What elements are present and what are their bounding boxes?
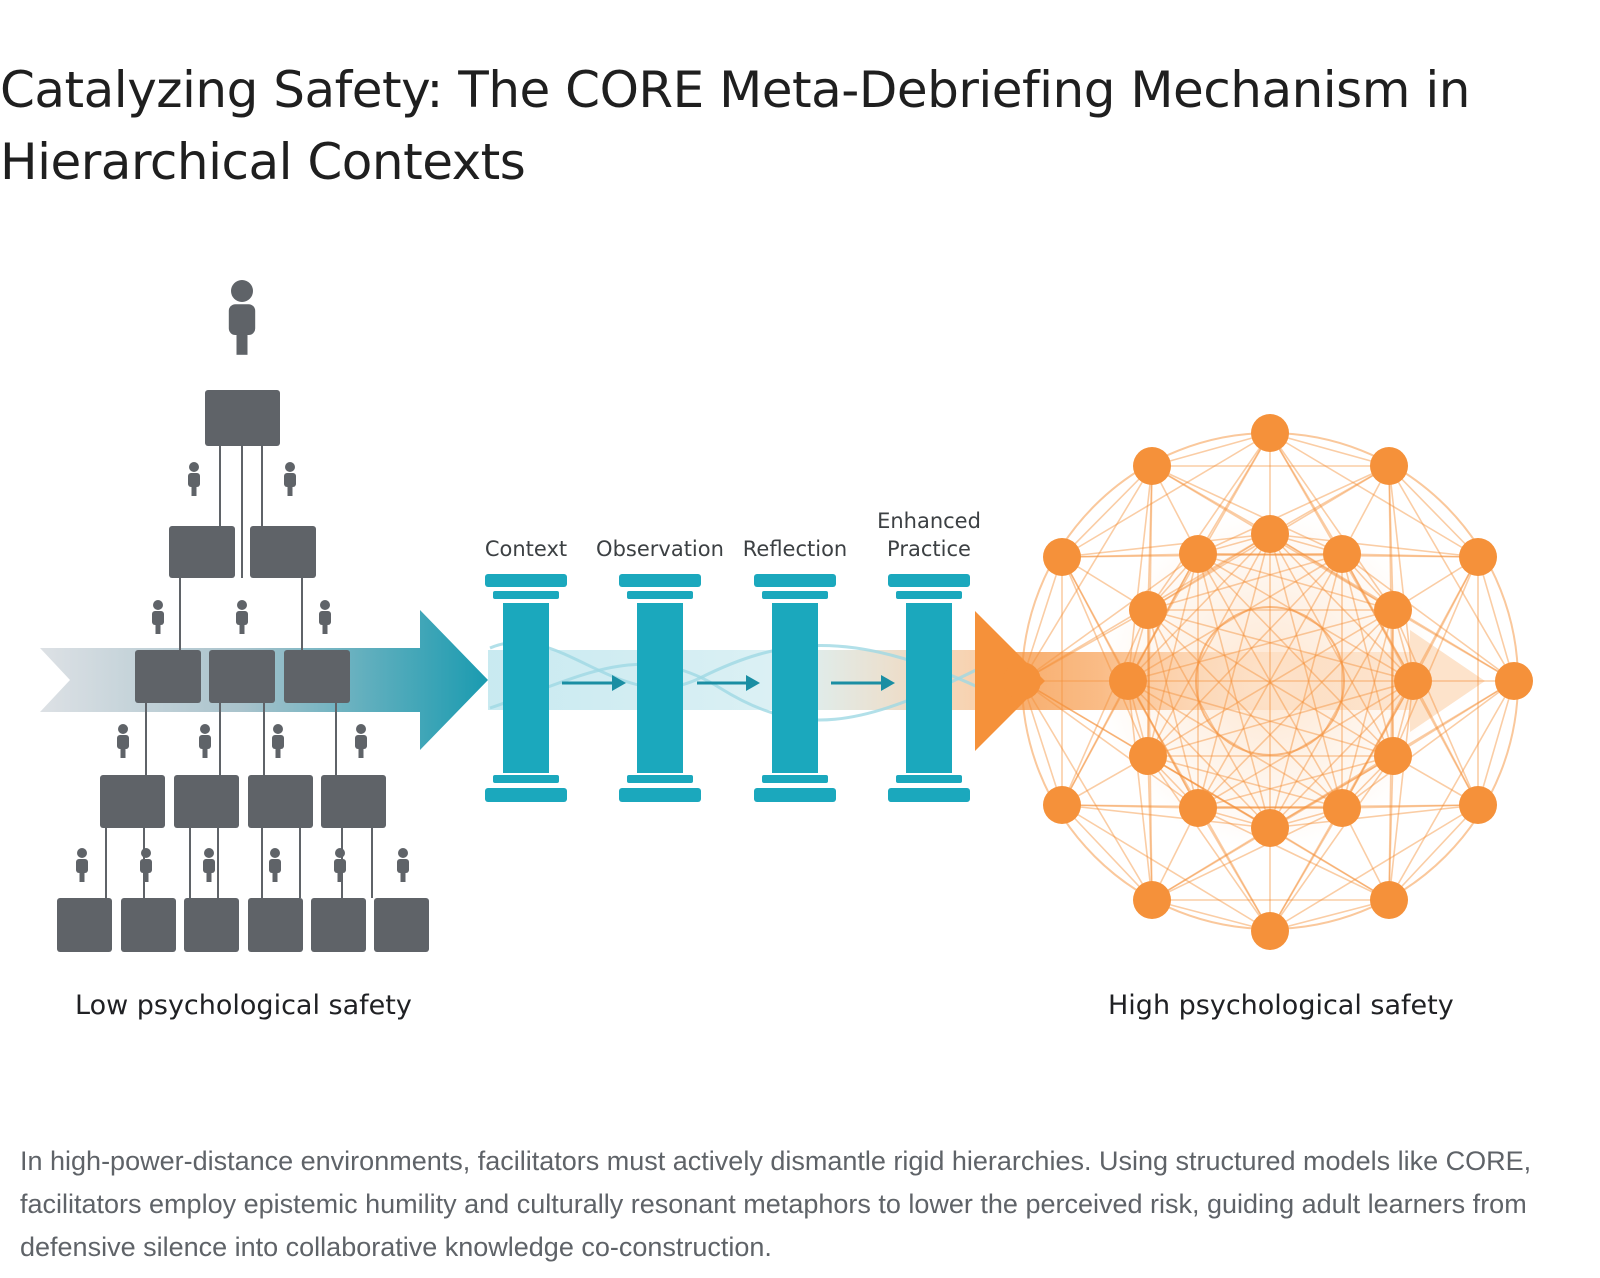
person-icon — [397, 848, 409, 882]
stage-label-practice: Practice — [887, 537, 971, 561]
network-node — [1459, 538, 1497, 576]
hierarchy-box — [184, 898, 239, 952]
network-node — [1251, 809, 1289, 847]
pillar-2 — [619, 574, 701, 802]
stage-label-reflection: Reflection — [743, 537, 848, 561]
stage-label-enhanced: Enhanced — [877, 509, 981, 533]
person-icon — [269, 848, 281, 882]
person-icon — [76, 848, 88, 882]
person-icon — [284, 462, 296, 496]
hierarchy-box — [284, 650, 350, 703]
high-safety-label: High psychological safety — [1108, 990, 1454, 1021]
network-node — [1374, 591, 1412, 629]
hierarchy-box — [248, 775, 313, 828]
pillar-1 — [485, 574, 567, 802]
hierarchy-box — [205, 390, 280, 446]
person-icon — [199, 724, 211, 758]
network-node — [1459, 786, 1497, 824]
person-icon — [272, 724, 284, 758]
person-icon — [355, 724, 367, 758]
network-node — [1129, 737, 1167, 775]
hierarchy-box — [311, 898, 366, 952]
hierarchy-box — [121, 898, 176, 952]
network-node — [1003, 662, 1041, 700]
network-node — [1374, 737, 1412, 775]
network-node — [1043, 538, 1081, 576]
network-node — [1133, 447, 1171, 485]
hierarchy-box — [250, 526, 316, 578]
pillar-3 — [754, 574, 836, 802]
person-icon — [140, 848, 152, 882]
network-node — [1179, 535, 1217, 573]
person-icon — [117, 724, 129, 758]
network-node — [1179, 789, 1217, 827]
person-icon — [319, 600, 331, 634]
network-node — [1323, 789, 1361, 827]
network-node — [1370, 447, 1408, 485]
network-node — [1251, 414, 1289, 452]
hierarchy-box — [169, 526, 235, 578]
hierarchy-box — [100, 775, 165, 828]
network-node — [1370, 881, 1408, 919]
hierarchy-pyramid — [57, 280, 429, 952]
low-safety-label: Low psychological safety — [75, 990, 412, 1021]
stage-arrow — [562, 675, 626, 691]
network-node — [1251, 912, 1289, 950]
page-title: Catalyzing Safety: The CORE Meta-Debrief… — [0, 61, 1470, 191]
core-diagram: Context Observation Reflection Enhanced … — [0, 248, 1600, 1088]
caption: In high-power-distance environments, fac… — [20, 1146, 1532, 1262]
stage-arrow — [831, 675, 895, 691]
hierarchy-box — [174, 775, 239, 828]
hierarchy-box — [209, 650, 275, 703]
hierarchy-box — [248, 898, 303, 952]
pillar-4 — [888, 574, 970, 802]
hierarchy-box — [321, 775, 386, 828]
network-node — [1109, 662, 1147, 700]
network-node — [1495, 662, 1533, 700]
network-node — [1394, 662, 1432, 700]
network-node — [1251, 515, 1289, 553]
core-pillars — [485, 574, 970, 802]
person-icon — [236, 600, 248, 634]
hierarchy-box — [57, 898, 112, 952]
hierarchy-box — [374, 898, 429, 952]
stage-labels: Context Observation Reflection Enhanced … — [485, 509, 981, 561]
hierarchy-box — [135, 650, 201, 703]
person-icon — [203, 848, 215, 882]
collaborative-network — [1003, 414, 1533, 950]
network-node — [1323, 535, 1361, 573]
stage-label-observation: Observation — [596, 537, 724, 561]
stage-arrow — [697, 675, 760, 691]
network-node — [1129, 591, 1167, 629]
person-icon — [334, 848, 346, 882]
network-node — [1043, 786, 1081, 824]
person-icon — [152, 600, 164, 634]
leader-icon — [228, 280, 256, 355]
network-node — [1133, 881, 1171, 919]
stage-label-context: Context — [485, 537, 567, 561]
person-icon — [188, 462, 200, 496]
flow-band-middle — [488, 640, 988, 722]
